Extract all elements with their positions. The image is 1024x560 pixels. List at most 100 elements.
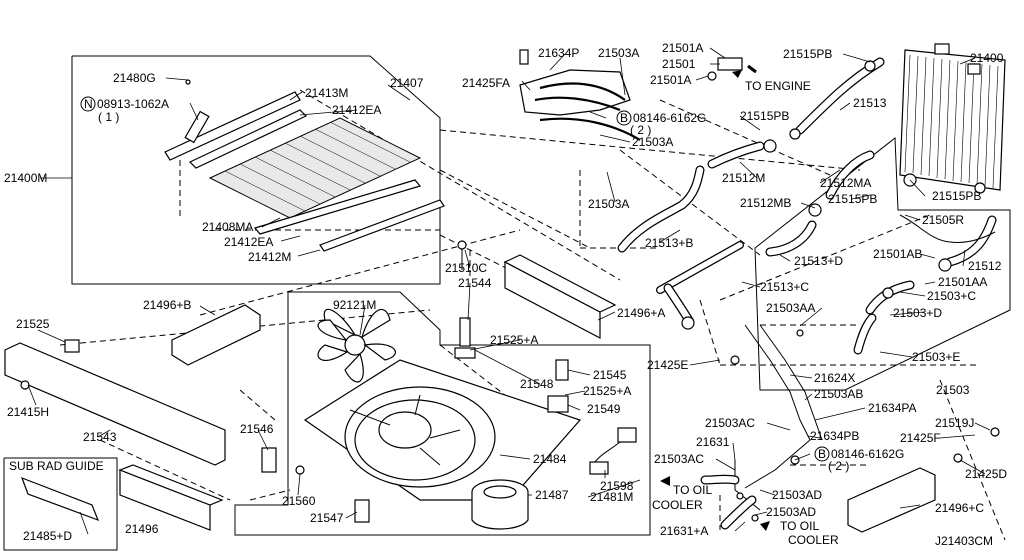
- air-guide-21485d: [20, 476, 100, 522]
- label-08913: 08913-1062A: [97, 97, 169, 111]
- label-21501a-2: 21501A: [650, 73, 691, 87]
- label-21545: 21545: [593, 368, 627, 382]
- label-21425e: 21425E: [647, 358, 688, 372]
- pipe-21513c: [656, 241, 744, 330]
- label-21503ab: 21503AB: [814, 387, 863, 401]
- hose-group-box: [754, 137, 1011, 391]
- label-21515pb-mid: 21515PB: [740, 109, 789, 123]
- label-92121m: 92121M: [333, 298, 376, 312]
- label-21400m: 21400M: [4, 171, 47, 185]
- label-21496: 21496: [125, 522, 159, 536]
- fan-motor: [471, 479, 529, 530]
- label-21501a-1: 21501A: [662, 41, 703, 55]
- air-guide-21496a: [503, 254, 617, 339]
- label-21425f: 21425F: [900, 431, 941, 445]
- label-cooler-1: COOLER: [652, 498, 703, 512]
- label-21480g: 21480G: [113, 71, 156, 85]
- label-21513: 21513: [853, 96, 887, 110]
- label-21631-1: 21631: [696, 435, 730, 449]
- oil-cooler-pipes: [700, 324, 823, 530]
- label-21503ad-1: 21503AD: [772, 488, 822, 502]
- reservoir-bracket: [519, 49, 641, 141]
- label-21512: 21512: [968, 259, 1002, 273]
- label-21547: 21547: [310, 511, 344, 525]
- air-guide-21496c: [847, 467, 936, 533]
- hose-21512: [853, 215, 997, 355]
- hose-21512ma: [765, 150, 875, 257]
- symbol-b-2: B: [818, 447, 826, 461]
- label-21485d: 21485+D: [23, 529, 72, 543]
- label-21400: 21400: [970, 51, 1004, 65]
- label-21503ac-2: 21503AC: [654, 452, 704, 466]
- label-21412ea-top: 21412EA: [332, 103, 381, 117]
- label-21503ac: 21503AC: [705, 416, 755, 430]
- label-21501ab: 21501AB: [873, 247, 922, 261]
- label-21503: 21503: [936, 383, 970, 397]
- label-08146-1-qty: ( 2 ): [630, 123, 651, 137]
- label-21496a: 21496+A: [617, 306, 665, 320]
- radiator-core: [899, 43, 1006, 194]
- label-21415h: 21415H: [7, 405, 49, 419]
- label-08146-1: 08146-6162G: [633, 111, 706, 125]
- connector-21501: [707, 57, 757, 81]
- label-21544: 21544: [458, 276, 492, 290]
- label-08146-2: 08146-6162G: [831, 447, 904, 461]
- label-21503d: 21503+D: [893, 306, 942, 320]
- brackets: [261, 240, 637, 523]
- label-21408ma: 21408MA: [202, 220, 253, 234]
- label-to-oil-2: TO OIL: [780, 519, 819, 533]
- label-21425d: 21425D: [965, 467, 1007, 481]
- label-21510c: 21510C: [445, 261, 487, 275]
- label-21634pb: 21634PB: [810, 429, 859, 443]
- label-21513d: 21513+D: [794, 254, 843, 268]
- symbol-b-1: B: [620, 111, 628, 125]
- label-21515pb-r: 21515PB: [932, 189, 981, 203]
- label-21525-l: 21525: [16, 317, 50, 331]
- label-21412ea-bot: 21412EA: [224, 235, 273, 249]
- label-21503a-low: 21503A: [588, 197, 629, 211]
- label-21412m: 21412M: [248, 250, 291, 264]
- label-21543: 21543: [83, 430, 117, 444]
- flow-arrows: [660, 70, 770, 531]
- label-21425fa: 21425FA: [462, 76, 510, 90]
- label-to-oil-1: TO OIL: [673, 483, 712, 497]
- label-cooler-2: COOLER: [788, 533, 839, 547]
- label-21484: 21484: [533, 452, 567, 466]
- label-21503a-top: 21503A: [598, 46, 639, 60]
- label-21560: 21560: [282, 494, 316, 508]
- screen-frame: [164, 79, 445, 252]
- label-sub-rad-guide: SUB RAD GUIDE: [9, 459, 104, 473]
- label-21487: 21487: [535, 488, 569, 502]
- hose-21513b: [617, 165, 705, 253]
- label-21503e: 21503+E: [912, 350, 960, 364]
- label-21512mb: 21512MB: [740, 196, 791, 210]
- label-21634p: 21634P: [538, 46, 579, 60]
- label-21501: 21501: [662, 57, 696, 71]
- label-21624x: 21624X: [814, 371, 855, 385]
- label-08913-qty: ( 1 ): [98, 110, 119, 124]
- label-21515pb-r2: 21515PB: [828, 192, 877, 206]
- air-guide-21496: [118, 464, 224, 531]
- label-to-engine: TO ENGINE: [745, 79, 811, 93]
- label-21512m: 21512M: [722, 171, 765, 185]
- label-21496b: 21496+B: [143, 298, 191, 312]
- diagram-code: J21403CM: [935, 534, 993, 548]
- label-21413m: 21413M: [305, 86, 348, 100]
- fan-shroud: [303, 359, 582, 501]
- label-21513b: 21513+B: [645, 236, 693, 250]
- callout-leaders: [27, 47, 991, 535]
- label-21549: 21549: [587, 402, 621, 416]
- upper-radiator-hose: [789, 57, 885, 140]
- radiator-support-21543: [4, 339, 226, 466]
- label-21503ad-2: 21503AD: [766, 505, 816, 519]
- label-21631a: 21631+A: [660, 524, 708, 538]
- pipe-21505r: [899, 214, 996, 243]
- label-21513c: 21513+C: [760, 280, 809, 294]
- label-21505r: 21505R: [922, 213, 964, 227]
- pipe-clips: [730, 329, 1000, 522]
- label-21512ma: 21512MA: [820, 176, 871, 190]
- fan-blade: [317, 308, 396, 383]
- label-21496c: 21496+C: [935, 501, 984, 515]
- label-21503a-mid: 21503A: [632, 135, 673, 149]
